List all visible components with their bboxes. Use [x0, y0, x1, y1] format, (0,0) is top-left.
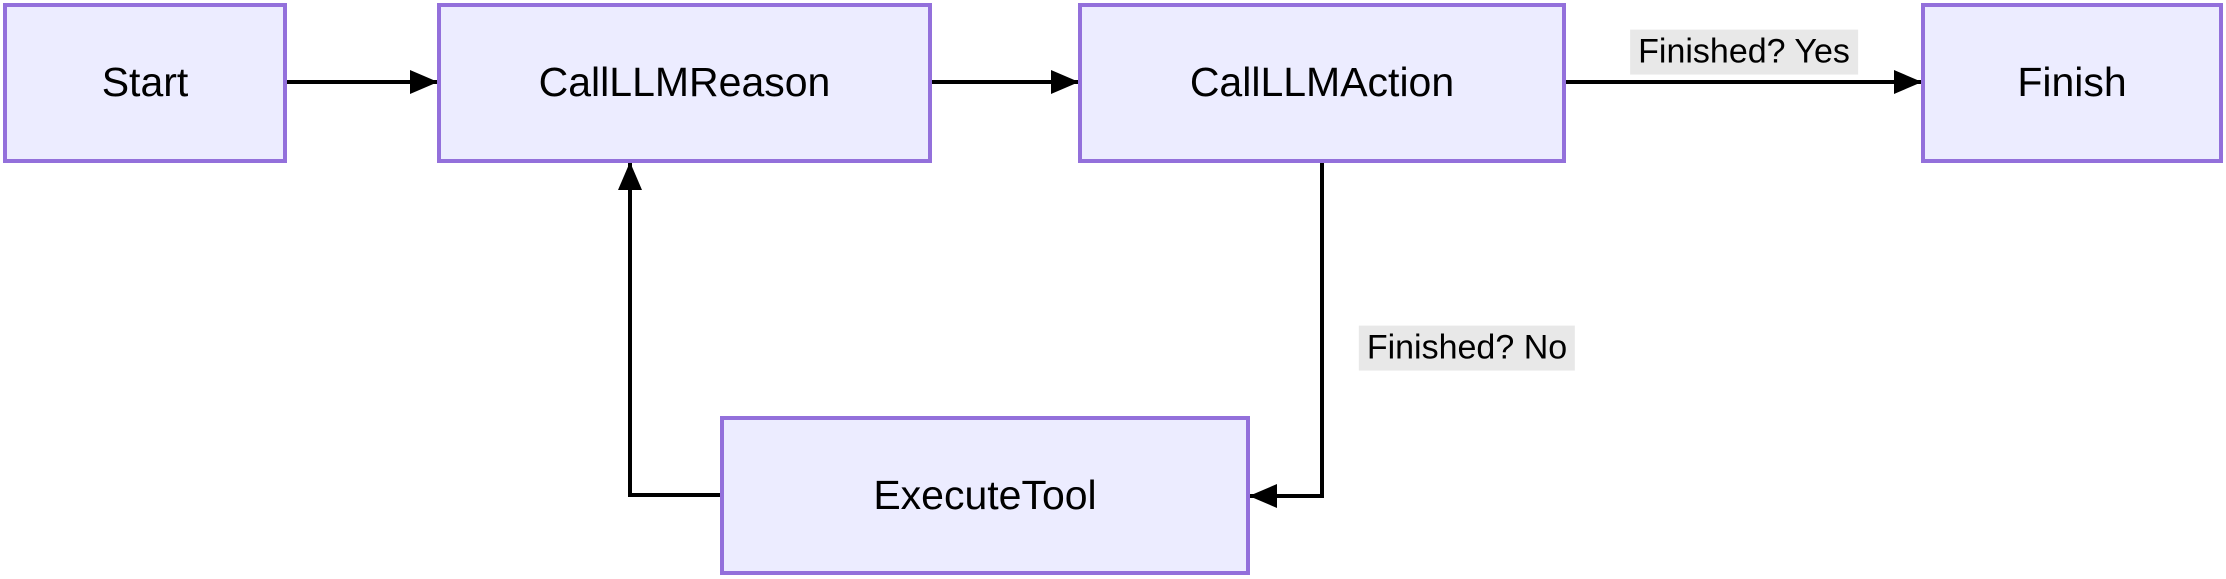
edge-label-finished-yes: Finished? Yes: [1630, 29, 1858, 75]
node-call-llm-reason-label: CallLLMReason: [538, 59, 831, 106]
node-call-llm-action: CallLLMAction: [1078, 3, 1566, 163]
node-call-llm-action-label: CallLLMAction: [1189, 59, 1455, 106]
node-execute-tool: ExecuteTool: [720, 416, 1250, 575]
node-finish: Finish: [1921, 3, 2223, 163]
node-start: Start: [3, 3, 287, 163]
edge-executetool-to-callllmreason: [618, 162, 720, 497]
node-finish-label: Finish: [2017, 59, 2127, 106]
node-call-llm-reason: CallLLMReason: [437, 3, 932, 163]
node-start-label: Start: [101, 59, 189, 106]
node-execute-tool-label: ExecuteTool: [873, 471, 1097, 518]
edge-callllmaction-to-executetool: [1249, 163, 1324, 508]
edge-label-finished-no: Finished? No: [1358, 325, 1576, 371]
